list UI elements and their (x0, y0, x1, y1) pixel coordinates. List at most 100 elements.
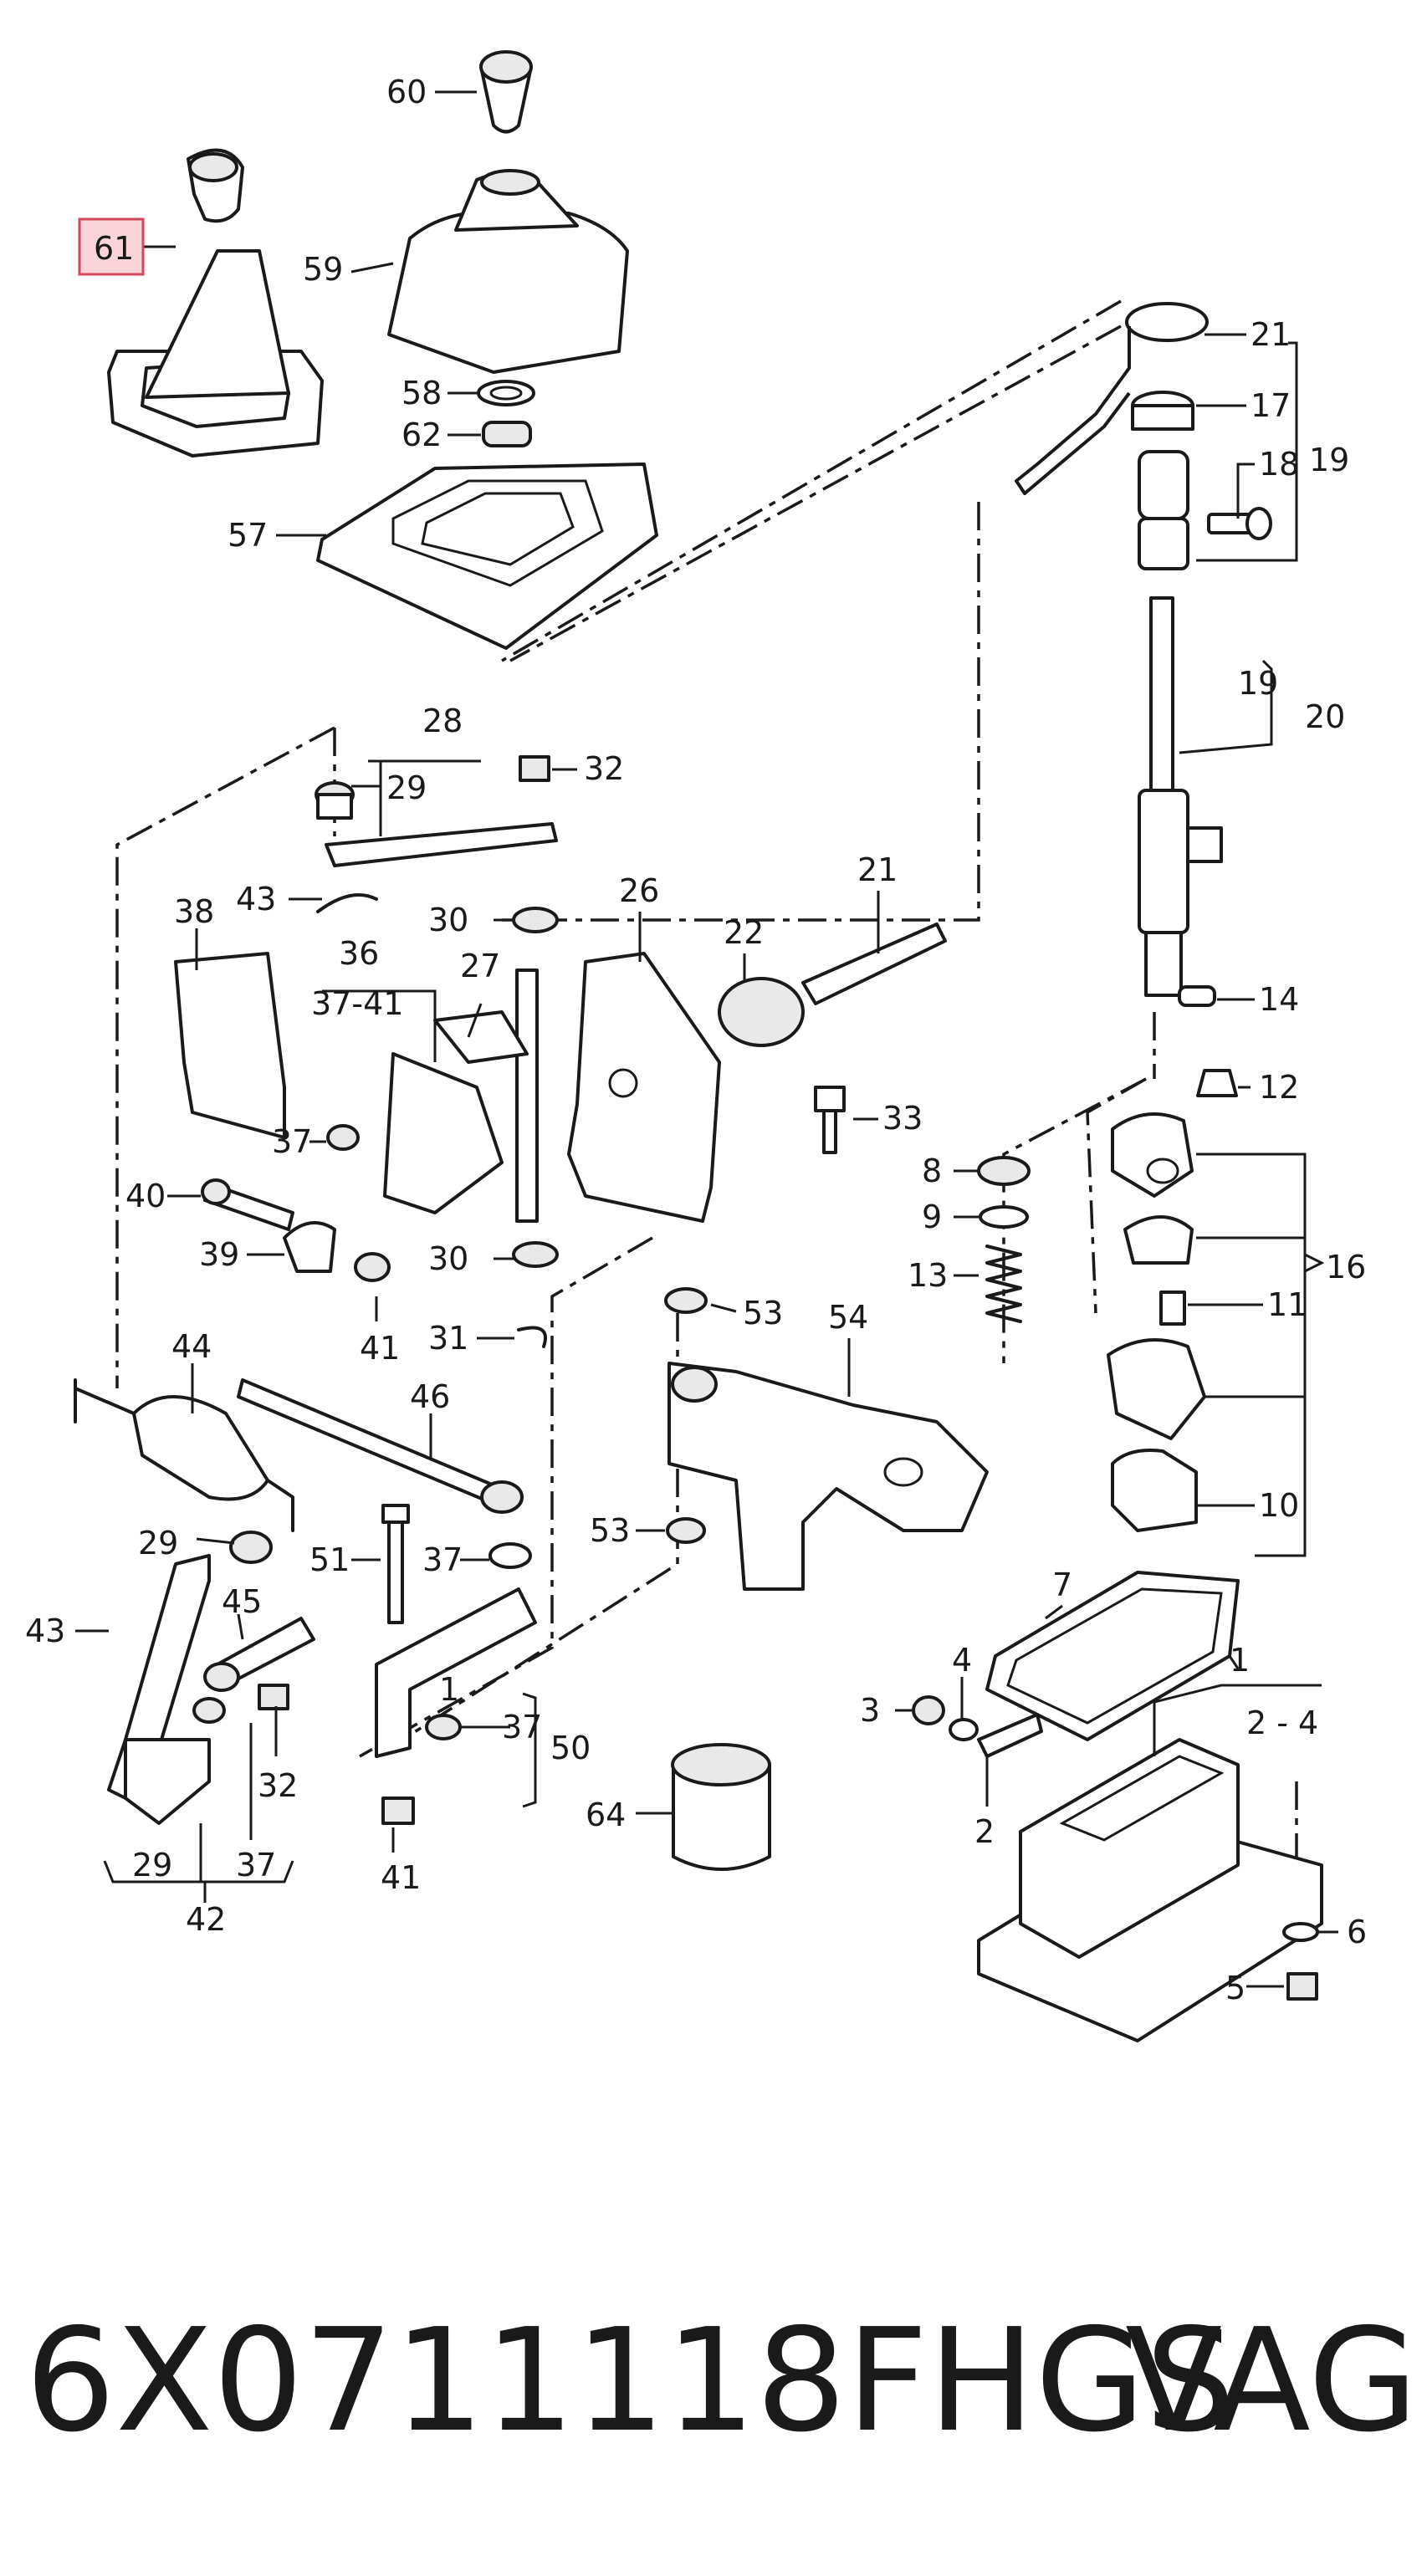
callout-13: 13 (908, 1257, 948, 1294)
callout-16: 16 (1326, 1249, 1366, 1285)
spring-13 (985, 1245, 1022, 1323)
bushing-17 (1131, 391, 1194, 431)
gear-boot-61 (107, 148, 324, 457)
selector-16b (1123, 1215, 1194, 1265)
bushing-37 (326, 1124, 360, 1151)
nut-32-top (519, 755, 550, 782)
callout-2-4: 2 - 4 (1246, 1705, 1318, 1741)
callout-20: 20 (1305, 698, 1345, 735)
clip-30-top (512, 907, 559, 933)
leader-lines (75, 90, 1338, 1988)
bolt-40 (201, 1178, 294, 1231)
callout-32-bottom: 32 (258, 1767, 298, 1804)
callout-36: 36 (339, 935, 379, 972)
callout-29-top: 29 (386, 769, 427, 806)
bracket-26 (567, 952, 721, 1223)
callout-1-right: 1 (1230, 1642, 1250, 1679)
callout-51: 51 (309, 1541, 350, 1578)
gasket-7 (985, 1571, 1240, 1741)
gear-knob-60 (479, 50, 533, 134)
callout-11: 11 (1267, 1286, 1307, 1323)
callout-30-top: 30 (428, 902, 468, 938)
lever-54 (667, 1362, 989, 1591)
callout-37-mid: 37 (422, 1541, 463, 1578)
assembly-guide-lines (115, 299, 1298, 1899)
callout-53-bottom: 53 (590, 1512, 630, 1549)
washer-37-mid (488, 1542, 532, 1569)
callout-27: 27 (460, 948, 500, 984)
washer-6 (1282, 1922, 1319, 1942)
callout-37-right: 37 (502, 1709, 542, 1745)
bracket-2 (977, 1713, 1043, 1758)
callout-14: 14 (1259, 981, 1299, 1018)
plate-10 (1111, 1449, 1198, 1532)
lever-21-top (1015, 302, 1209, 495)
callout-9: 9 (922, 1199, 942, 1235)
pin-14 (1178, 985, 1216, 1007)
nut-41-bottom (381, 1797, 415, 1825)
callout-7: 7 (1052, 1567, 1072, 1603)
part-number: 6X0711118FHGS (25, 2298, 1235, 2464)
bushing-37-right (425, 1714, 462, 1740)
callout-26: 26 (619, 872, 659, 909)
callout-58: 58 (402, 375, 442, 411)
callout-62: 62 (402, 417, 442, 453)
callout-8: 8 (922, 1153, 942, 1189)
damper-44 (74, 1378, 294, 1532)
callout-42: 42 (186, 1901, 226, 1938)
housing-1 (977, 1738, 1323, 2042)
shaft-21 (801, 923, 947, 1005)
callout-21-mid: 21 (857, 851, 898, 888)
callout-37-41: 37-41 (311, 985, 403, 1022)
callout-18: 18 (1259, 446, 1299, 483)
bushing-37-bottom (192, 1697, 226, 1724)
callout-50: 50 (550, 1730, 591, 1766)
bracket-38 (174, 952, 286, 1139)
callout-2: 2 (974, 1813, 995, 1850)
guide-16c (1107, 1338, 1206, 1440)
callout-54: 54 (828, 1299, 868, 1336)
pin-11 (1159, 1291, 1186, 1326)
callout-19-mid: 19 (1238, 665, 1278, 702)
callout-22: 22 (724, 914, 764, 951)
callout-1-left: 1 (439, 1671, 459, 1708)
callout-29-bottom: 29 (132, 1847, 172, 1883)
shaft-upper-20 (1138, 450, 1223, 997)
nut-32-bottom (258, 1684, 289, 1710)
lever-36 (383, 1052, 504, 1214)
clip-62 (482, 421, 532, 447)
bracket-50 (375, 1587, 537, 1758)
nut-41-top (354, 1252, 391, 1282)
lever-39 (283, 1221, 336, 1273)
selector-16a (1111, 1112, 1194, 1198)
callout-6: 6 (1347, 1914, 1367, 1950)
callout-46: 46 (410, 1378, 450, 1415)
callout-4: 4 (952, 1642, 972, 1679)
ring-8 (977, 1156, 1031, 1186)
callout-39: 39 (199, 1236, 239, 1273)
plug-3 (912, 1695, 945, 1725)
shaft-27 (433, 969, 539, 1223)
pinion-22 (718, 977, 805, 1047)
callout-61: 61 (94, 230, 134, 267)
rod-46 (237, 1378, 524, 1514)
bolt-5 (1286, 1972, 1318, 2001)
bushing-53-bottom (666, 1517, 706, 1544)
callout-21-top: 21 (1251, 316, 1291, 353)
ring-9 (979, 1205, 1029, 1229)
callout-45: 45 (222, 1583, 262, 1620)
cover-57 (316, 463, 658, 650)
bolt-51 (381, 1504, 410, 1624)
callout-31: 31 (428, 1320, 468, 1357)
callout-5: 5 (1225, 1970, 1245, 2006)
brand-name: VAG (1125, 2298, 1418, 2464)
callout-60: 60 (386, 74, 427, 110)
callout-43-bottom: 43 (25, 1613, 65, 1649)
callout-38: 38 (174, 893, 214, 930)
callout-41-top: 41 (360, 1330, 400, 1367)
callout-3: 3 (860, 1692, 880, 1729)
ring-58 (477, 380, 535, 406)
nut-12 (1196, 1069, 1238, 1097)
callout-61-highlight (78, 217, 145, 276)
callout-30-bottom: 30 (428, 1240, 468, 1277)
